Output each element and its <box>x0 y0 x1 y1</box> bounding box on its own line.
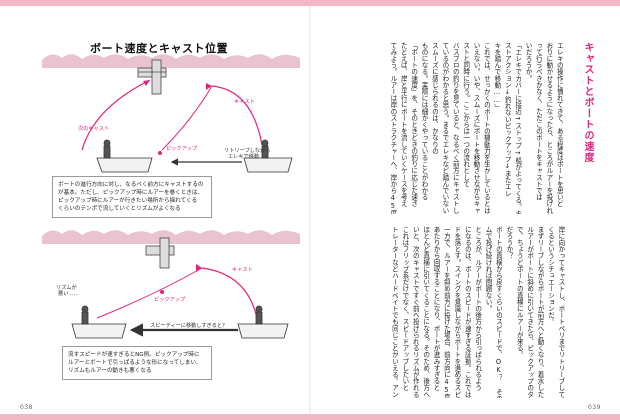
label-rhythm-2: 悪い…… <box>58 291 79 297</box>
bottom-color-bar <box>0 414 620 420</box>
retrieve-line <box>96 267 203 319</box>
top-caption-line: ボートの進行方向に対し、なるべく前方にキャストするの <box>58 182 204 188</box>
text-column: 「ボートの速度」を、そのときどきの釣りに応じた速さ <box>409 42 418 207</box>
text-column: 岸に向かってキャストし、ボートペリまでリトリーブして <box>556 226 565 398</box>
bottom-diagram <box>42 230 300 339</box>
text-column: あたりから回収することになり、ボートが進みすぎると <box>432 226 441 391</box>
label-next-cast: 次のキャスト <box>78 126 110 132</box>
cast-arc <box>211 85 263 146</box>
label-speed: スピーディーに移動しすぎると？ <box>150 323 228 329</box>
boat-left-icon <box>96 139 153 173</box>
cast-arc <box>201 267 258 319</box>
text-column: エレキの操作に慣れてきて、ある程度はボートを思いど <box>555 42 564 207</box>
text-column: になるのは、ボートのスピードが速すぎる証拠。これでは <box>463 226 472 398</box>
shore-trees <box>42 230 300 244</box>
bottom-illustration: リズムが 悪い…… キャスト ピックアップ スピーディーに移動しすぎると？ <box>42 226 300 396</box>
label-pickup: ピックアップ <box>154 297 186 303</box>
text-column: って行うべきかなく、ただこのボートをキャストでは <box>534 42 543 201</box>
boat-right-icon <box>243 139 293 173</box>
text-column: トレーターなどハードベイトでも同じことがいえる。アンの <box>390 226 399 398</box>
left-page-number: 038 <box>20 404 33 411</box>
top-caption: ボートの進行方向に対し、なるべく前方にキャストするの が基本。ただし、ピックアッ… <box>52 176 212 218</box>
text-column: 一方で、ルアーを斜め前方に投げた場合、前方向に45度 <box>442 226 451 398</box>
text-column: 「エレキでカバーに接近→ストップ→船がよってくる。キャ <box>513 42 522 214</box>
text-column: たとえば、岸と平行にボートを流していくケースを考え <box>399 42 408 207</box>
text-column: だろうか？ <box>504 226 513 259</box>
dock-icon <box>137 59 167 95</box>
text-column: おりに動かせるようになったら、ところがルアーを投げれば <box>544 42 553 214</box>
shore-trees <box>42 54 300 68</box>
top-caption-line: が基本。ただし、ピックアップ時にルアーを巻くときは、 <box>58 190 204 196</box>
text-column: キを踏んで移動……」 <box>492 42 501 111</box>
text-column: ストアクション↓釣れないピックアップ↓またエレ <box>503 42 512 197</box>
text-column: まずリーブしながらボートが前方へと動くなり、着水した <box>536 226 545 398</box>
boat-right-icon <box>237 305 289 339</box>
text-column: ムで投げ続ければ問題ない。 <box>484 226 493 312</box>
text-column: いえない。いや、スムーズにボートを移動させながらキャ <box>472 42 481 214</box>
text-column: これでは、せっかくのボートの機動力を生かしているとは <box>482 42 491 214</box>
label-rhythm-1: リズムが <box>56 285 77 291</box>
bottom-caption-line: リズムもルアーの動きも悪くなる <box>68 368 152 374</box>
dock-icon <box>145 237 175 269</box>
text-column: ほとんど真横に引いてくることになる。そのため、後方への <box>421 226 430 398</box>
boat-left-icon <box>71 305 127 339</box>
text-column: ストと同時に行う。ここからは一つの流れとして <box>461 42 470 188</box>
text-column: ところが、ルアーがボートの後方から引っぱられるよう <box>473 226 482 391</box>
bottom-caption: 流すスピードが速すぎるとNG例。ピックアップ時に ルアーとボートで引っぱるような… <box>62 346 212 380</box>
text-column: ルアーがボートに斜めに引いてきたら、ピックアップのタイミング <box>525 226 534 398</box>
text-column: ものになる。実際には細かくやっていることがわかる <box>420 42 429 201</box>
label-retrieve-1: リトリーブしながら <box>224 148 271 154</box>
bottom-caption-line: ルアーとボートで引っぱるような形になってしまい、 <box>68 360 202 366</box>
next-cast-arc <box>81 79 151 151</box>
top-caption-line: ピックアップ時にルアーが行きたい場所から揺れてくる <box>58 198 198 204</box>
text-column: バスプロの釣りを見ていると、なるべく前方にキャストし <box>451 42 460 214</box>
text-column: くるというシチュエーションだ。 <box>546 226 555 325</box>
figure-title-text: ボート速度とキャスト位置 <box>90 42 228 55</box>
text-column: これはフリップ系だけでなく、スピードアップしたいと <box>400 226 409 391</box>
text-column: てみよう。ルアーは岸のストラクチャーへ、岸から45度ぐらいに投げていく <box>388 42 397 214</box>
top-color-bar <box>0 0 620 6</box>
text-column: いだろうか。 <box>524 42 533 82</box>
right-page-number: 039 <box>588 404 601 411</box>
text-column: ているのがわかると思う。まるでエレキなど踏んでいないかのように <box>440 42 449 214</box>
section-heading: キャストとボートの速度 <box>582 42 593 163</box>
top-caption-line: くらいのテンポで流していくとリズムがよくなる <box>58 206 181 212</box>
bottom-caption-line: 流すスピードが速すぎるとNG例。ピックアップ時に <box>68 352 200 358</box>
text-column: ドを落とす。スイングを意識しながらボートを進めるスピー <box>452 226 461 398</box>
label-cast: キャスト <box>232 267 253 273</box>
text-column: スムーズに感じられるのは、かなりの <box>430 42 439 155</box>
figure-title: ボート速度とキャスト位置 <box>90 40 228 56</box>
retrieve-line <box>161 85 213 151</box>
label-pickup: ピックアップ <box>166 146 198 152</box>
book-gutter <box>309 6 311 414</box>
label-retrieve-2: エレキで移動 <box>228 154 260 160</box>
label-cast: キャスト <box>234 99 255 105</box>
text-column: いと、次のキャストですぐ前へ投げられるリズムが作れる <box>411 226 420 398</box>
text-column: で、ちょうどボートの真横にルアーが来る。 <box>515 226 524 358</box>
text-column: ボートの真横から戻すくらいのスピードで、OK？ そのリズ <box>494 226 503 398</box>
